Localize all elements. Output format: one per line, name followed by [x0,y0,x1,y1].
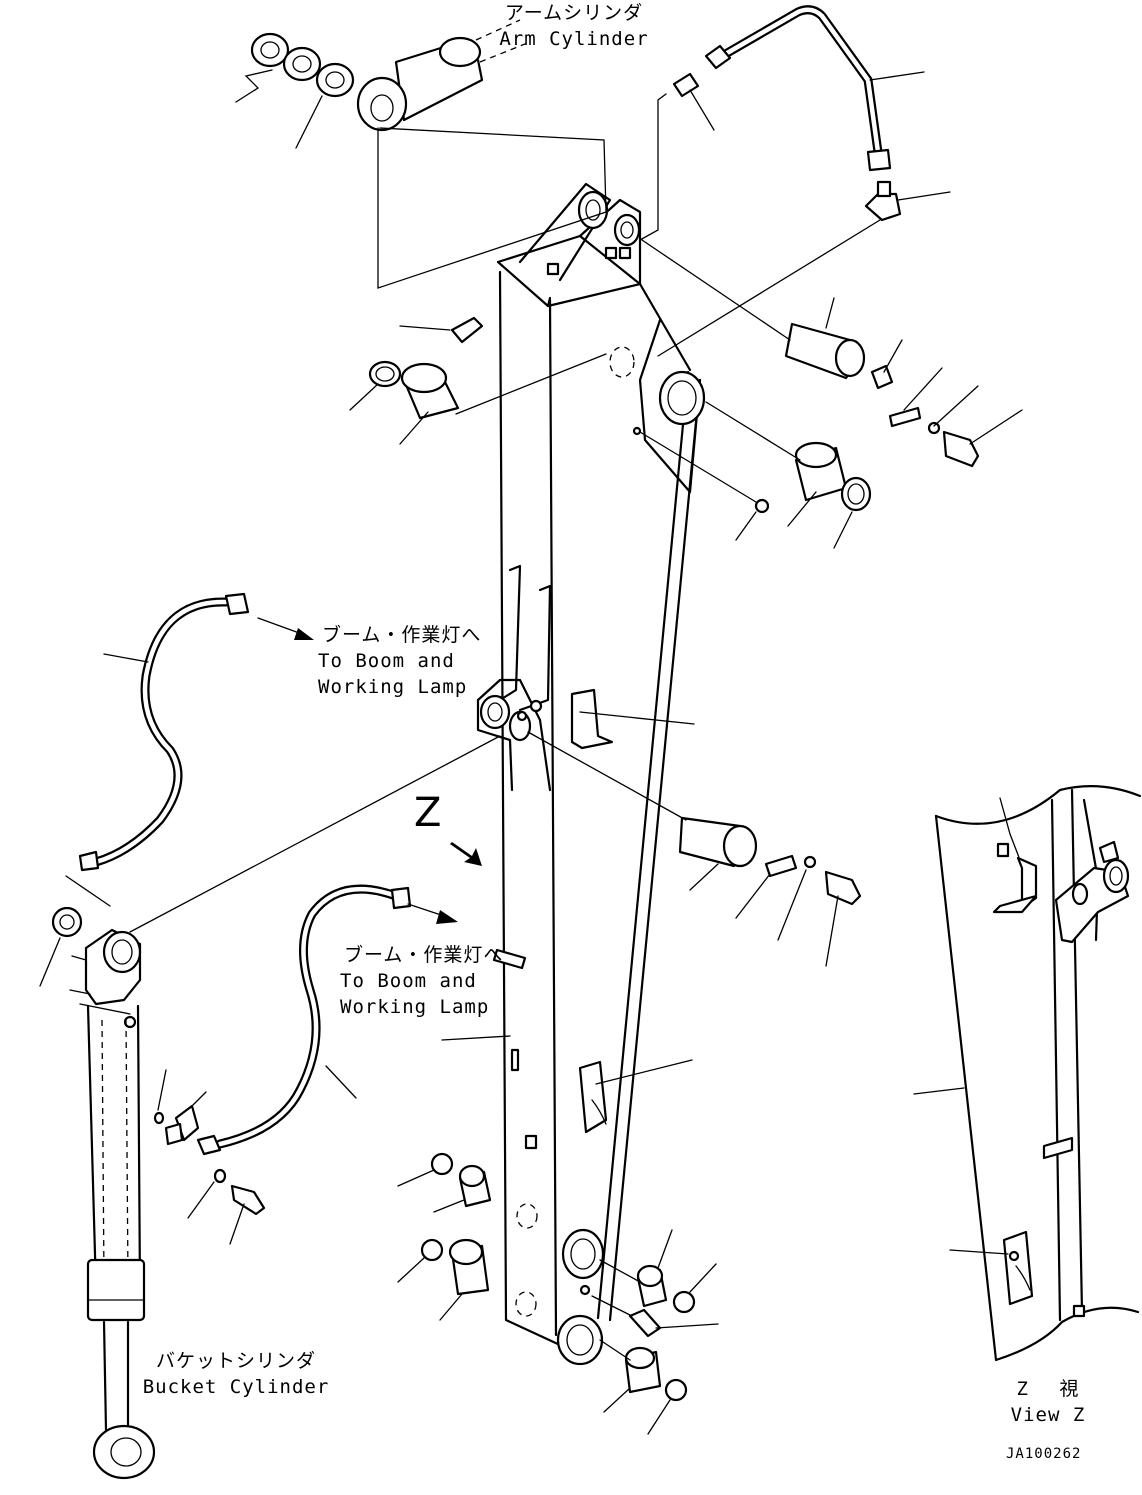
grease-pipe [639,5,951,357]
z-view-marker: Z [414,790,442,836]
view-z-panel [913,785,1142,1362]
to-boom-label-2-jp: ブーム・作業灯へ [344,944,504,966]
arm-cylinder-rod-end [356,19,607,289]
to-boom-label-2-en1: To Boom and [340,970,477,992]
to-boom-label-1: ブーム・作業灯へ To Boom and Working Lamp [318,622,481,700]
mid-pin-group [527,711,862,967]
bucket-cylinder-label-en: Bucket Cylinder [142,1376,330,1398]
lower-pin-group [397,1035,719,1435]
z-view-arrow-icon [450,842,482,866]
view-z-label-en: View Z [1010,1404,1086,1426]
arm-cylinder-label-en: Arm Cylinder [499,28,649,50]
bucket-cylinder [39,735,501,1480]
arm-cylinder-label: アームシリンダ Arm Cylinder [490,0,658,52]
drawing-code: JA100262 [1006,1446,1082,1462]
to-boom-label-1-jp: ブーム・作業灯へ [322,624,482,646]
arm-body [476,182,706,1366]
top-pin-group [349,239,1023,549]
to-boom-label-1-en2: Working Lamp [318,676,468,698]
bucket-cylinder-label-jp: バケットシリンダ [155,1350,316,1372]
hose-upper [78,592,314,872]
to-boom-label-2: ブーム・作業灯へ To Boom and Working Lamp [340,942,503,1020]
view-z-label: Z 視 View Z [998,1376,1098,1428]
hose-lower [196,884,458,1156]
arm-cylinder-label-jp: アームシリンダ [504,2,644,24]
arm-cylinder-shims [235,32,355,149]
to-boom-label-2-en2: Working Lamp [340,996,490,1018]
view-z-label-jp: Z 視 [1016,1378,1080,1400]
to-boom-label-1-en1: To Boom and [318,650,455,672]
bucket-cylinder-label: バケットシリンダ Bucket Cylinder [136,1348,336,1400]
